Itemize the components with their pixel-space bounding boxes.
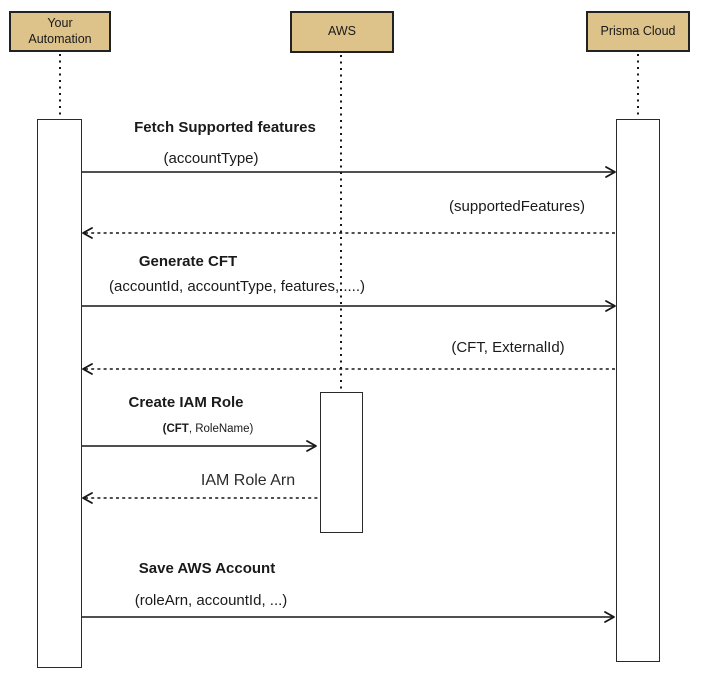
message-7-args: (roleArn, accountId, ...)	[134, 592, 288, 609]
actor-your-automation: Your Automation	[9, 11, 111, 52]
actor-aws-label: AWS	[327, 24, 356, 39]
actor-aws: AWS	[290, 11, 394, 53]
message-2-arrow-dashed-left	[82, 227, 616, 239]
message-3-arrow-solid-right	[82, 300, 616, 312]
message-5-args: (CFT, RoleName)	[163, 423, 254, 437]
message-2-args: (supportedFeatures)	[449, 198, 585, 215]
message-7-arrow-solid-right	[82, 611, 615, 623]
message-5-title: Create IAM Role	[128, 394, 244, 411]
message-7-title: Save AWS Account	[138, 560, 276, 577]
actor-prisma-cloud: Prisma Cloud	[586, 11, 690, 52]
activation-bar-prisma-cloud	[616, 119, 660, 662]
message-1-arrow-solid-right	[82, 166, 616, 178]
message-4-args: (CFT, ExternalId)	[451, 339, 565, 356]
message-5-args-rest: , RoleName)	[188, 423, 254, 435]
message-6-args: IAM Role Arn	[200, 472, 296, 489]
message-6-arrow-dashed-left	[82, 492, 319, 504]
message-4-arrow-dashed-left	[82, 363, 616, 375]
message-5-arrow-solid-right	[82, 440, 317, 452]
message-3-title: Generate CFT	[138, 253, 238, 270]
message-3-args: (accountId, accountType, features, ....)	[109, 278, 365, 295]
activation-bar-aws	[320, 392, 363, 533]
message-1-args: (accountType)	[163, 150, 259, 167]
message-5-args-bold: (CFT	[162, 423, 189, 435]
message-1-title: Fetch Supported features	[134, 119, 316, 136]
activation-bar-your-automation	[37, 119, 82, 668]
actor-prisma-cloud-label: Prisma Cloud	[600, 23, 676, 38]
actor-your-automation-label: Your Automation	[28, 15, 92, 46]
